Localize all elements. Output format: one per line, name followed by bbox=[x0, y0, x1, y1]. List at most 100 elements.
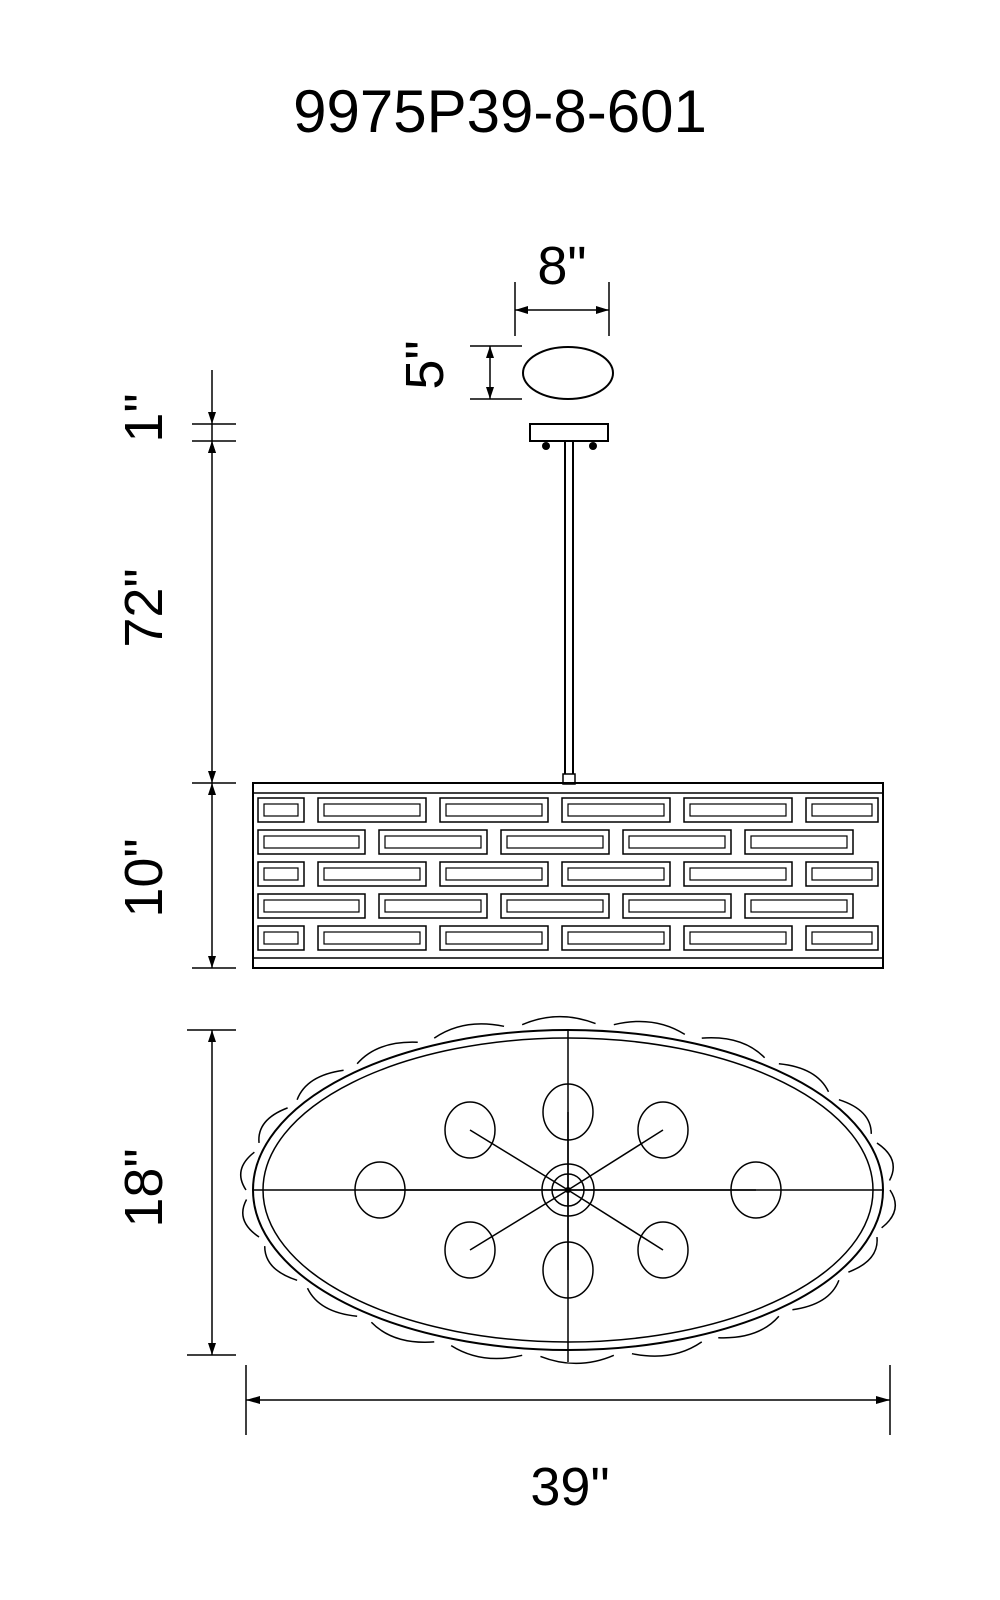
pattern-cell-outer bbox=[257, 861, 305, 887]
pattern-cell-inner bbox=[384, 899, 482, 913]
pattern-cell-outer bbox=[561, 861, 671, 887]
shade-width-dimension: 39" bbox=[245, 1365, 891, 1517]
scallop bbox=[258, 1107, 288, 1144]
pattern-cell-inner bbox=[263, 931, 299, 945]
canopy-width-dimension: 8" bbox=[514, 236, 610, 336]
scallop bbox=[792, 1280, 840, 1311]
light-cup bbox=[637, 1101, 689, 1159]
canopy-width-label: 8" bbox=[537, 236, 586, 296]
scallop bbox=[848, 1236, 878, 1273]
pattern-cell-outer bbox=[622, 829, 732, 855]
drum-shade-side bbox=[252, 782, 884, 969]
pattern-cell-inner bbox=[323, 803, 421, 817]
pattern-cell-outer bbox=[257, 893, 366, 919]
scallop-edge bbox=[239, 1015, 897, 1365]
scallop bbox=[263, 1246, 298, 1282]
scallop bbox=[876, 1142, 894, 1181]
light-cup bbox=[444, 1101, 496, 1159]
pattern-cell-outer bbox=[500, 893, 610, 919]
pattern-cell-outer bbox=[683, 861, 793, 887]
light-arm bbox=[567, 1189, 664, 1251]
scallop bbox=[881, 1189, 897, 1229]
pattern-cell-outer bbox=[439, 861, 549, 887]
pattern-cell-inner bbox=[811, 803, 873, 817]
scallop bbox=[631, 1341, 703, 1357]
scallop bbox=[701, 1036, 766, 1059]
shade-height-label: 10" bbox=[114, 838, 174, 917]
scallop bbox=[370, 1321, 435, 1344]
pattern-cell-inner bbox=[263, 803, 299, 817]
light-arm bbox=[469, 1189, 569, 1251]
pattern-cell-outer bbox=[561, 925, 671, 951]
light-cup bbox=[354, 1161, 406, 1219]
pattern-cell-inner bbox=[263, 867, 299, 881]
pattern-cell-inner bbox=[811, 867, 873, 881]
pattern-cell-inner bbox=[689, 803, 787, 817]
canopy-depth-dimension: 5" bbox=[395, 340, 522, 400]
scallop bbox=[306, 1287, 358, 1317]
pattern-cell-outer bbox=[744, 829, 854, 855]
pattern-cell-outer bbox=[378, 893, 488, 919]
pattern-cell-outer bbox=[805, 925, 879, 951]
pattern-cell-inner bbox=[811, 931, 873, 945]
pattern-cell-inner bbox=[323, 931, 421, 945]
pattern-cell-inner bbox=[689, 867, 787, 881]
pattern-cell-outer bbox=[439, 797, 549, 823]
light-arm bbox=[469, 1129, 569, 1191]
pattern-cell-outer bbox=[257, 829, 366, 855]
pattern-cell-inner bbox=[628, 899, 726, 913]
light-arms bbox=[354, 1083, 782, 1299]
light-cup bbox=[542, 1241, 594, 1299]
pattern-cell-outer bbox=[744, 893, 854, 919]
pattern-cell-inner bbox=[567, 803, 665, 817]
pattern-cell-inner bbox=[445, 867, 543, 881]
light-cup bbox=[730, 1161, 782, 1219]
pattern-cell-outer bbox=[500, 829, 610, 855]
pattern-cell-outer bbox=[257, 925, 305, 951]
pattern-cell-outer bbox=[561, 797, 671, 823]
pattern-cell-inner bbox=[263, 835, 360, 849]
pattern-cell-inner bbox=[750, 835, 848, 849]
pattern-cell-outer bbox=[317, 925, 427, 951]
scallop bbox=[718, 1315, 780, 1339]
canopy-top-view bbox=[522, 346, 614, 400]
canopy-side bbox=[529, 423, 609, 450]
pattern-cell-outer bbox=[805, 861, 879, 887]
light-arm bbox=[567, 1129, 664, 1191]
scallop bbox=[540, 1354, 615, 1365]
pattern-cell-inner bbox=[384, 835, 482, 849]
pattern-cell-inner bbox=[263, 899, 360, 913]
scallop bbox=[242, 1199, 260, 1238]
pattern-cell-inner bbox=[628, 835, 726, 849]
shade-depth-dimension: 18" bbox=[114, 1029, 236, 1356]
scallop bbox=[450, 1344, 523, 1360]
canopy-height-label: 1" bbox=[114, 393, 174, 442]
pattern-cell-outer bbox=[439, 925, 549, 951]
pattern-cell-outer bbox=[683, 925, 793, 951]
shade-bottom-view bbox=[239, 1015, 897, 1365]
pattern-cell-outer bbox=[317, 797, 427, 823]
pattern-cell-inner bbox=[567, 931, 665, 945]
pattern-cell-outer bbox=[805, 797, 879, 823]
scallop bbox=[296, 1069, 344, 1100]
pattern-cell-outer bbox=[257, 797, 305, 823]
scallop bbox=[239, 1151, 255, 1191]
model-number-title: 9975P39-8-601 bbox=[293, 78, 707, 145]
pattern-cell-inner bbox=[689, 931, 787, 945]
shade-width-label: 39" bbox=[530, 1457, 609, 1517]
scallop bbox=[613, 1020, 686, 1036]
pattern-cell-outer bbox=[683, 797, 793, 823]
shade-depth-label: 18" bbox=[114, 1148, 174, 1227]
pattern-cell-outer bbox=[622, 893, 732, 919]
down-rod bbox=[562, 441, 576, 785]
pattern-cell-inner bbox=[323, 867, 421, 881]
light-cup bbox=[542, 1083, 594, 1141]
canopy-depth-label: 5" bbox=[395, 340, 455, 389]
greek-key-pattern bbox=[257, 797, 879, 951]
light-cup bbox=[637, 1221, 689, 1279]
scallop bbox=[356, 1041, 418, 1065]
light-cup bbox=[444, 1221, 496, 1279]
pattern-cell-outer bbox=[317, 861, 427, 887]
pattern-cell-inner bbox=[750, 899, 848, 913]
